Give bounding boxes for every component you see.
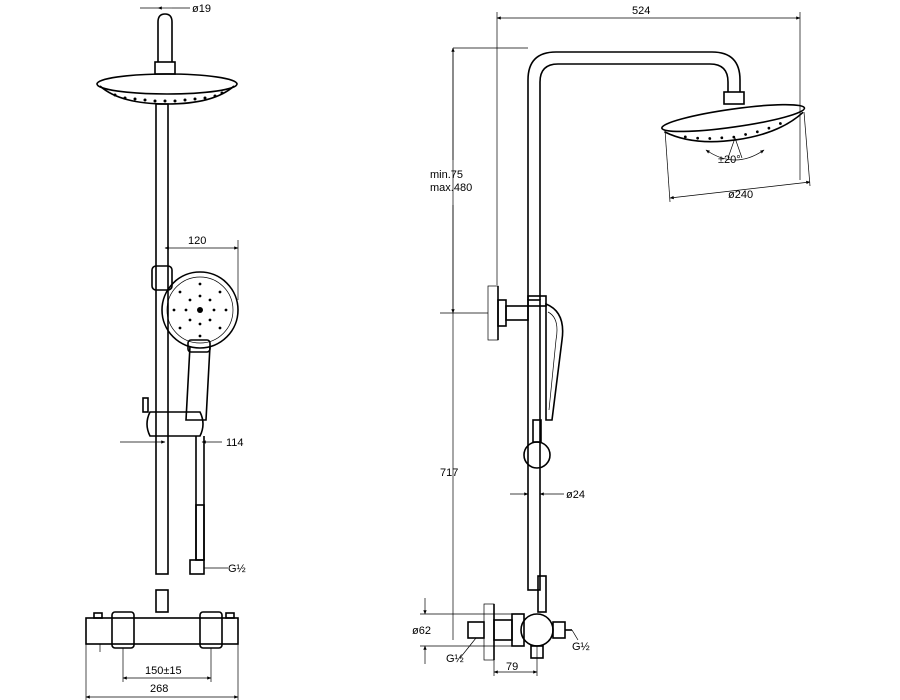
wall-hatch-upper (487, 285, 499, 341)
dim-body-length: 268 (150, 683, 168, 695)
hand-shower-side (545, 302, 564, 421)
shower-arm-inner (539, 63, 729, 300)
dim-wall-offset: 79 (506, 661, 518, 673)
dim-spray-angle: ±20° (718, 154, 741, 166)
dim-rail-height: 717 (440, 467, 458, 479)
outlet-pipe (157, 13, 173, 62)
dim-inlet-thread: G½ (446, 653, 464, 665)
front-view: ø19 120 (85, 3, 246, 700)
dim-mixer-diameter: ø62 (412, 625, 431, 637)
dim-rail-diameter: ø24 (566, 489, 585, 501)
shower-hose (195, 436, 205, 560)
upper-wall-bracket (505, 305, 529, 321)
dim-outlet-diameter: ø19 (192, 3, 211, 15)
wall-hatch-lower (483, 603, 495, 661)
hand-shower-handle (185, 345, 211, 421)
dim-holder-offset: 114 (226, 437, 244, 449)
dim-rail-adjust-min: min.75 (430, 169, 463, 181)
mixer-body-side (520, 613, 554, 647)
overhead-shower-head (96, 73, 238, 105)
dim-hose-thread: G½ (228, 563, 246, 575)
dim-head-diameter: ø240 (728, 189, 753, 201)
dim-inlet-centers: 150±15 (145, 665, 182, 677)
dim-arm-reach: 524 (632, 5, 650, 17)
hand-shower-head (161, 271, 239, 349)
shower-rail (155, 103, 169, 575)
thermostatic-mixer (85, 611, 239, 652)
rail-slider (146, 411, 204, 437)
side-view: 524 ±20° ø240 min.75 max.48 (412, 5, 811, 676)
handshower-holder (151, 265, 173, 291)
dim-rail-adjust-max: max.480 (430, 182, 472, 194)
dim-handshower-width: 120 (188, 235, 206, 247)
overhead-shower-head-side (661, 103, 806, 143)
outlet-nut (154, 61, 176, 75)
dim-outlet-thread: G½ (572, 641, 590, 653)
inlet-connector (467, 621, 485, 639)
shower-arm-outer (527, 51, 741, 300)
